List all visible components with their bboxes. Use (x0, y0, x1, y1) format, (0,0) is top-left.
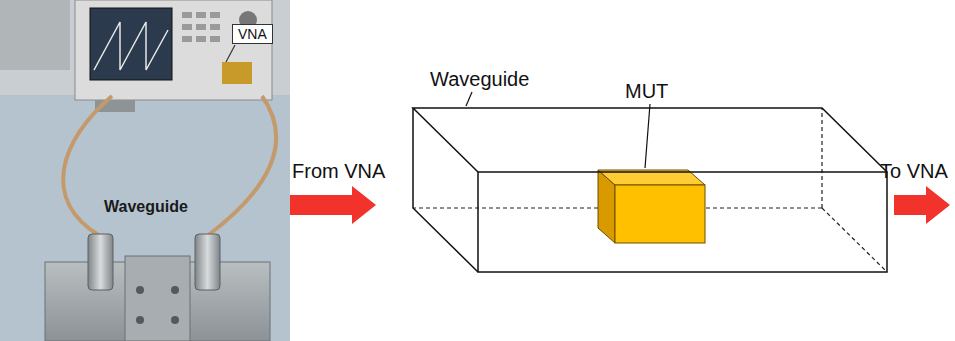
leader-line (645, 104, 650, 168)
leader-line (466, 92, 472, 106)
waveguide-flange (125, 256, 190, 341)
port-label: To VNA (880, 160, 948, 183)
red-arrow (894, 186, 950, 224)
vna-trace (94, 22, 168, 70)
mut-cube (598, 170, 705, 243)
coax-cable (207, 96, 276, 236)
part-label: Waveguide (430, 68, 529, 91)
photo-label: Waveguide (104, 198, 188, 216)
port-label: From VNA (292, 160, 385, 183)
part-label: MUT (625, 80, 668, 103)
leader-line (226, 45, 235, 62)
waveguide-schematic (290, 92, 950, 272)
lab-photo (0, 0, 290, 341)
photo-wall (0, 0, 290, 341)
vna-screen (90, 8, 172, 80)
vna-ports (222, 62, 252, 84)
vna-instrument (75, 0, 272, 100)
instrument-label: VNA (232, 24, 273, 44)
photo-table (0, 95, 290, 341)
red-arrow (290, 186, 376, 224)
connector (195, 234, 220, 290)
hidden-edges (413, 108, 887, 272)
photo-shelf (0, 0, 70, 70)
connector (88, 234, 113, 290)
waveguide-box (413, 108, 887, 272)
